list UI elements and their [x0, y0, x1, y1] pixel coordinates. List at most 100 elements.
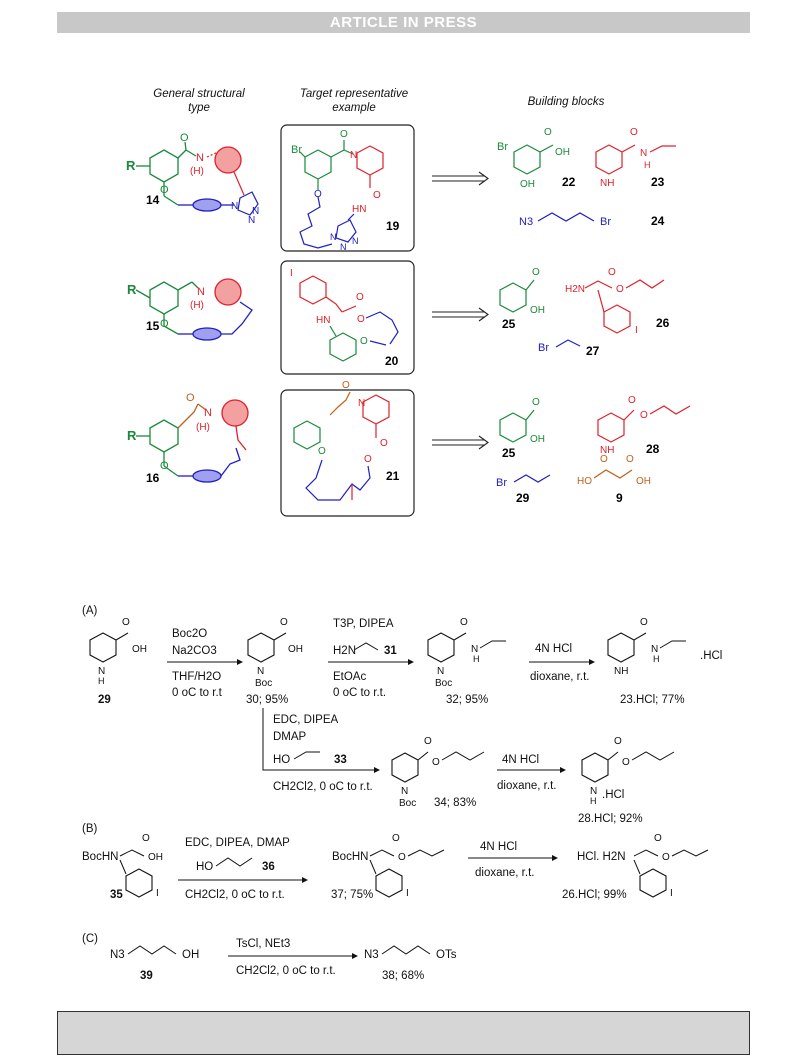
compound-21: 21: [386, 469, 400, 483]
structure-21: O N O O O 21: [293, 380, 400, 501]
svg-text:O: O: [280, 617, 288, 628]
svg-text:I: I: [156, 888, 159, 899]
compound-23: 23: [651, 175, 665, 189]
svg-text:4N HCl: 4N HCl: [502, 754, 539, 766]
compound-34: 34; 83%: [434, 797, 476, 809]
svg-text:dioxane, r.t.: dioxane, r.t.: [497, 780, 556, 792]
compound-14: 14: [146, 193, 160, 207]
svg-text:BocHN: BocHN: [332, 851, 368, 863]
svg-text:O: O: [318, 446, 326, 457]
svg-text:O: O: [160, 460, 169, 472]
svg-text:O: O: [608, 267, 616, 278]
compound-22: 22: [562, 175, 576, 189]
svg-text:0 oC to r.t: 0 oC to r.t: [172, 687, 223, 699]
svg-text:Br: Br: [538, 342, 549, 354]
svg-text:O: O: [432, 757, 440, 768]
footer-box: [57, 1011, 750, 1055]
svg-text:R: R: [127, 428, 137, 443]
svg-text:O: O: [628, 395, 636, 406]
svg-text:Na2CO3: Na2CO3: [172, 645, 217, 657]
svg-text:N: N: [340, 242, 347, 252]
structure-15: R O N (H) 15: [127, 278, 253, 341]
svg-text:Br: Br: [600, 216, 611, 228]
svg-text:OH: OH: [520, 179, 535, 190]
svg-text:O: O: [622, 757, 630, 768]
svg-text:O: O: [616, 284, 624, 295]
svg-text:4N HCl: 4N HCl: [535, 643, 572, 655]
svg-text:O: O: [532, 397, 540, 408]
svg-text:OH: OH: [148, 852, 163, 863]
svg-text:CH2Cl2, 0 oC to r.t.: CH2Cl2, 0 oC to r.t.: [236, 965, 336, 977]
svg-text:N: N: [257, 666, 264, 677]
svg-text:O: O: [532, 267, 540, 278]
svg-text:N: N: [590, 786, 597, 797]
svg-text:O: O: [424, 736, 432, 747]
blocks-row-3: O OH 25 O O NH 28 Br 29 HO O O OH 9: [496, 395, 691, 505]
svg-text:N: N: [358, 398, 365, 409]
svg-text:EDC, DIPEA, DMAP: EDC, DIPEA, DMAP: [185, 837, 290, 849]
svg-text:NH: NH: [614, 666, 628, 677]
compound-25-b: 25: [502, 446, 516, 460]
svg-text:O: O: [356, 292, 364, 303]
svg-text:TsCl, NEt3: TsCl, NEt3: [236, 938, 290, 950]
svg-text:DMAP: DMAP: [273, 731, 307, 743]
svg-text:36: 36: [262, 861, 275, 873]
svg-text:N: N: [471, 644, 478, 655]
svg-text:N: N: [401, 786, 408, 797]
svg-text:OH: OH: [530, 305, 545, 316]
compound-38: 38; 68%: [382, 970, 424, 982]
label-a: (A): [82, 605, 98, 617]
compound-30: 30; 95%: [246, 694, 288, 706]
compound-19: 19: [386, 219, 400, 233]
svg-text:H: H: [98, 676, 105, 686]
svg-text:N3: N3: [519, 216, 533, 228]
svg-text:O: O: [640, 617, 648, 628]
structure-20: I O O HN O 20: [290, 268, 399, 368]
svg-text:Br: Br: [496, 477, 507, 489]
compound-35: 35: [110, 889, 123, 901]
svg-text:OH: OH: [132, 644, 147, 655]
svg-text:O: O: [662, 852, 670, 863]
svg-text:O: O: [160, 318, 169, 330]
svg-text:0 oC to r.t.: 0 oC to r.t.: [333, 687, 386, 699]
svg-text:N: N: [437, 666, 444, 677]
svg-text:THF/H2O: THF/H2O: [172, 671, 221, 683]
svg-text:HN: HN: [316, 315, 330, 326]
compound-26: 26: [656, 316, 670, 330]
svg-text:N3: N3: [110, 949, 125, 961]
svg-text:OH: OH: [555, 147, 570, 158]
svg-text:Br: Br: [291, 144, 302, 156]
compound-23-hcl: 23.HCl; 77%: [620, 694, 685, 706]
svg-text:O: O: [640, 410, 648, 421]
compound-37: 37; 75%: [331, 889, 373, 901]
svg-text:O: O: [340, 129, 348, 140]
svg-text:N: N: [248, 215, 255, 226]
svg-text:H2N: H2N: [333, 645, 356, 657]
svg-text:HO: HO: [196, 861, 213, 873]
svg-text:N: N: [350, 150, 357, 161]
svg-text:H: H: [644, 160, 651, 170]
svg-text:O: O: [122, 617, 130, 628]
svg-text:N3: N3: [364, 949, 379, 961]
svg-text:BocHN: BocHN: [82, 851, 118, 863]
svg-text:O: O: [398, 852, 406, 863]
example-box-19: [280, 124, 415, 252]
svg-text:EDC, DIPEA: EDC, DIPEA: [273, 714, 339, 726]
svg-text:N: N: [98, 666, 105, 677]
svg-text:H: H: [653, 654, 660, 664]
svg-text:O: O: [544, 127, 552, 138]
svg-text:OH: OH: [288, 644, 303, 655]
svg-text:Boc: Boc: [255, 678, 272, 689]
svg-text:O: O: [460, 617, 468, 628]
header-general-1: General structural: [153, 88, 245, 100]
svg-text:(H): (H): [196, 422, 210, 433]
svg-text:.HCl: .HCl: [700, 650, 722, 662]
svg-text:Boc: Boc: [399, 798, 416, 809]
svg-text:O: O: [654, 833, 662, 844]
article-in-press-banner: ARTICLE IN PRESS: [57, 12, 750, 33]
scheme-b: (B) BocHN O OH I 35 EDC, DIPEA, DMAP HO …: [82, 823, 709, 901]
svg-text:NH: NH: [600, 178, 614, 189]
svg-text:O: O: [160, 184, 169, 196]
svg-text:N: N: [197, 286, 205, 298]
header-target-1: Target representative: [300, 88, 408, 100]
